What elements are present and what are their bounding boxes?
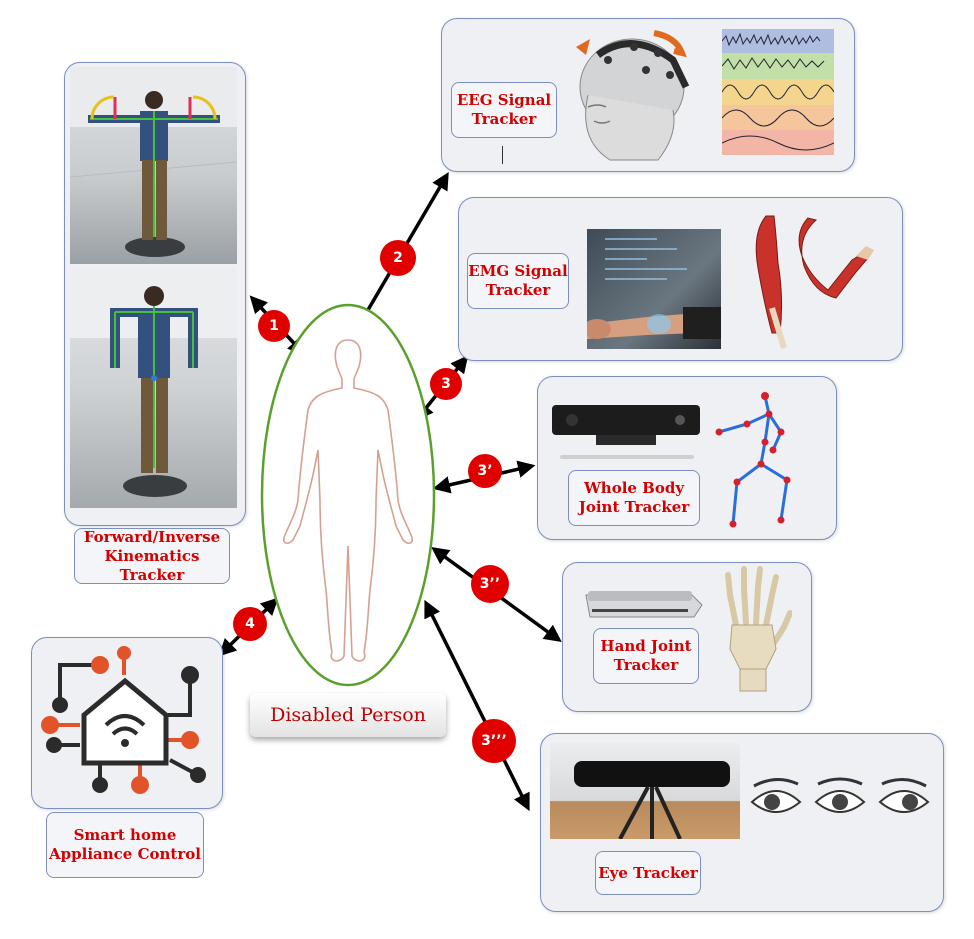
eeg-connector-line	[502, 146, 503, 164]
kinematics-photo-top	[70, 67, 237, 264]
leap-motion-illustration	[585, 591, 703, 618]
kinematics-photo-bottom	[70, 268, 237, 508]
kinematics-tracker-label: Forward/Inverse Kinematics Tracker	[74, 528, 230, 584]
hand-tracker-label: Hand Joint Tracker	[593, 628, 699, 684]
skeleton-illustration	[715, 392, 791, 528]
emg-tracker-label: EMG Signal Tracker	[467, 253, 569, 309]
badge-1: 1	[258, 310, 290, 342]
badge-3-triple-prime: 3’’’	[472, 719, 516, 763]
kinect-sensor-illustration	[552, 405, 700, 459]
emg-muscle-illustration	[755, 215, 874, 349]
badge-3-prime: 3’	[468, 454, 502, 488]
badge-4: 4	[233, 607, 267, 641]
badge-3-double-prime: 3’’	[471, 565, 509, 603]
whole-body-tracker-label: Whole Body Joint Tracker	[568, 470, 700, 526]
smart-home-label: Smart home Appliance Control	[46, 812, 204, 878]
eye-tracker-label: Eye Tracker	[595, 851, 701, 895]
arrow-3ppp	[424, 599, 530, 812]
smart-home-illustration	[41, 646, 206, 794]
badge-3: 3	[430, 368, 462, 400]
disabled-person-caption: Disabled Person	[250, 693, 446, 737]
eeg-tracker-label: EEG Signal Tracker	[451, 82, 557, 138]
eyes-illustration	[750, 777, 930, 813]
badge-2: 2	[380, 240, 416, 276]
hand-skeleton-illustration	[725, 566, 792, 692]
disabled-person-figure	[260, 303, 436, 687]
eye-tracker-photo	[550, 743, 740, 839]
emg-arm-photo	[587, 229, 721, 349]
eeg-waveforms	[722, 29, 834, 155]
eeg-headset-illustration	[576, 30, 690, 161]
